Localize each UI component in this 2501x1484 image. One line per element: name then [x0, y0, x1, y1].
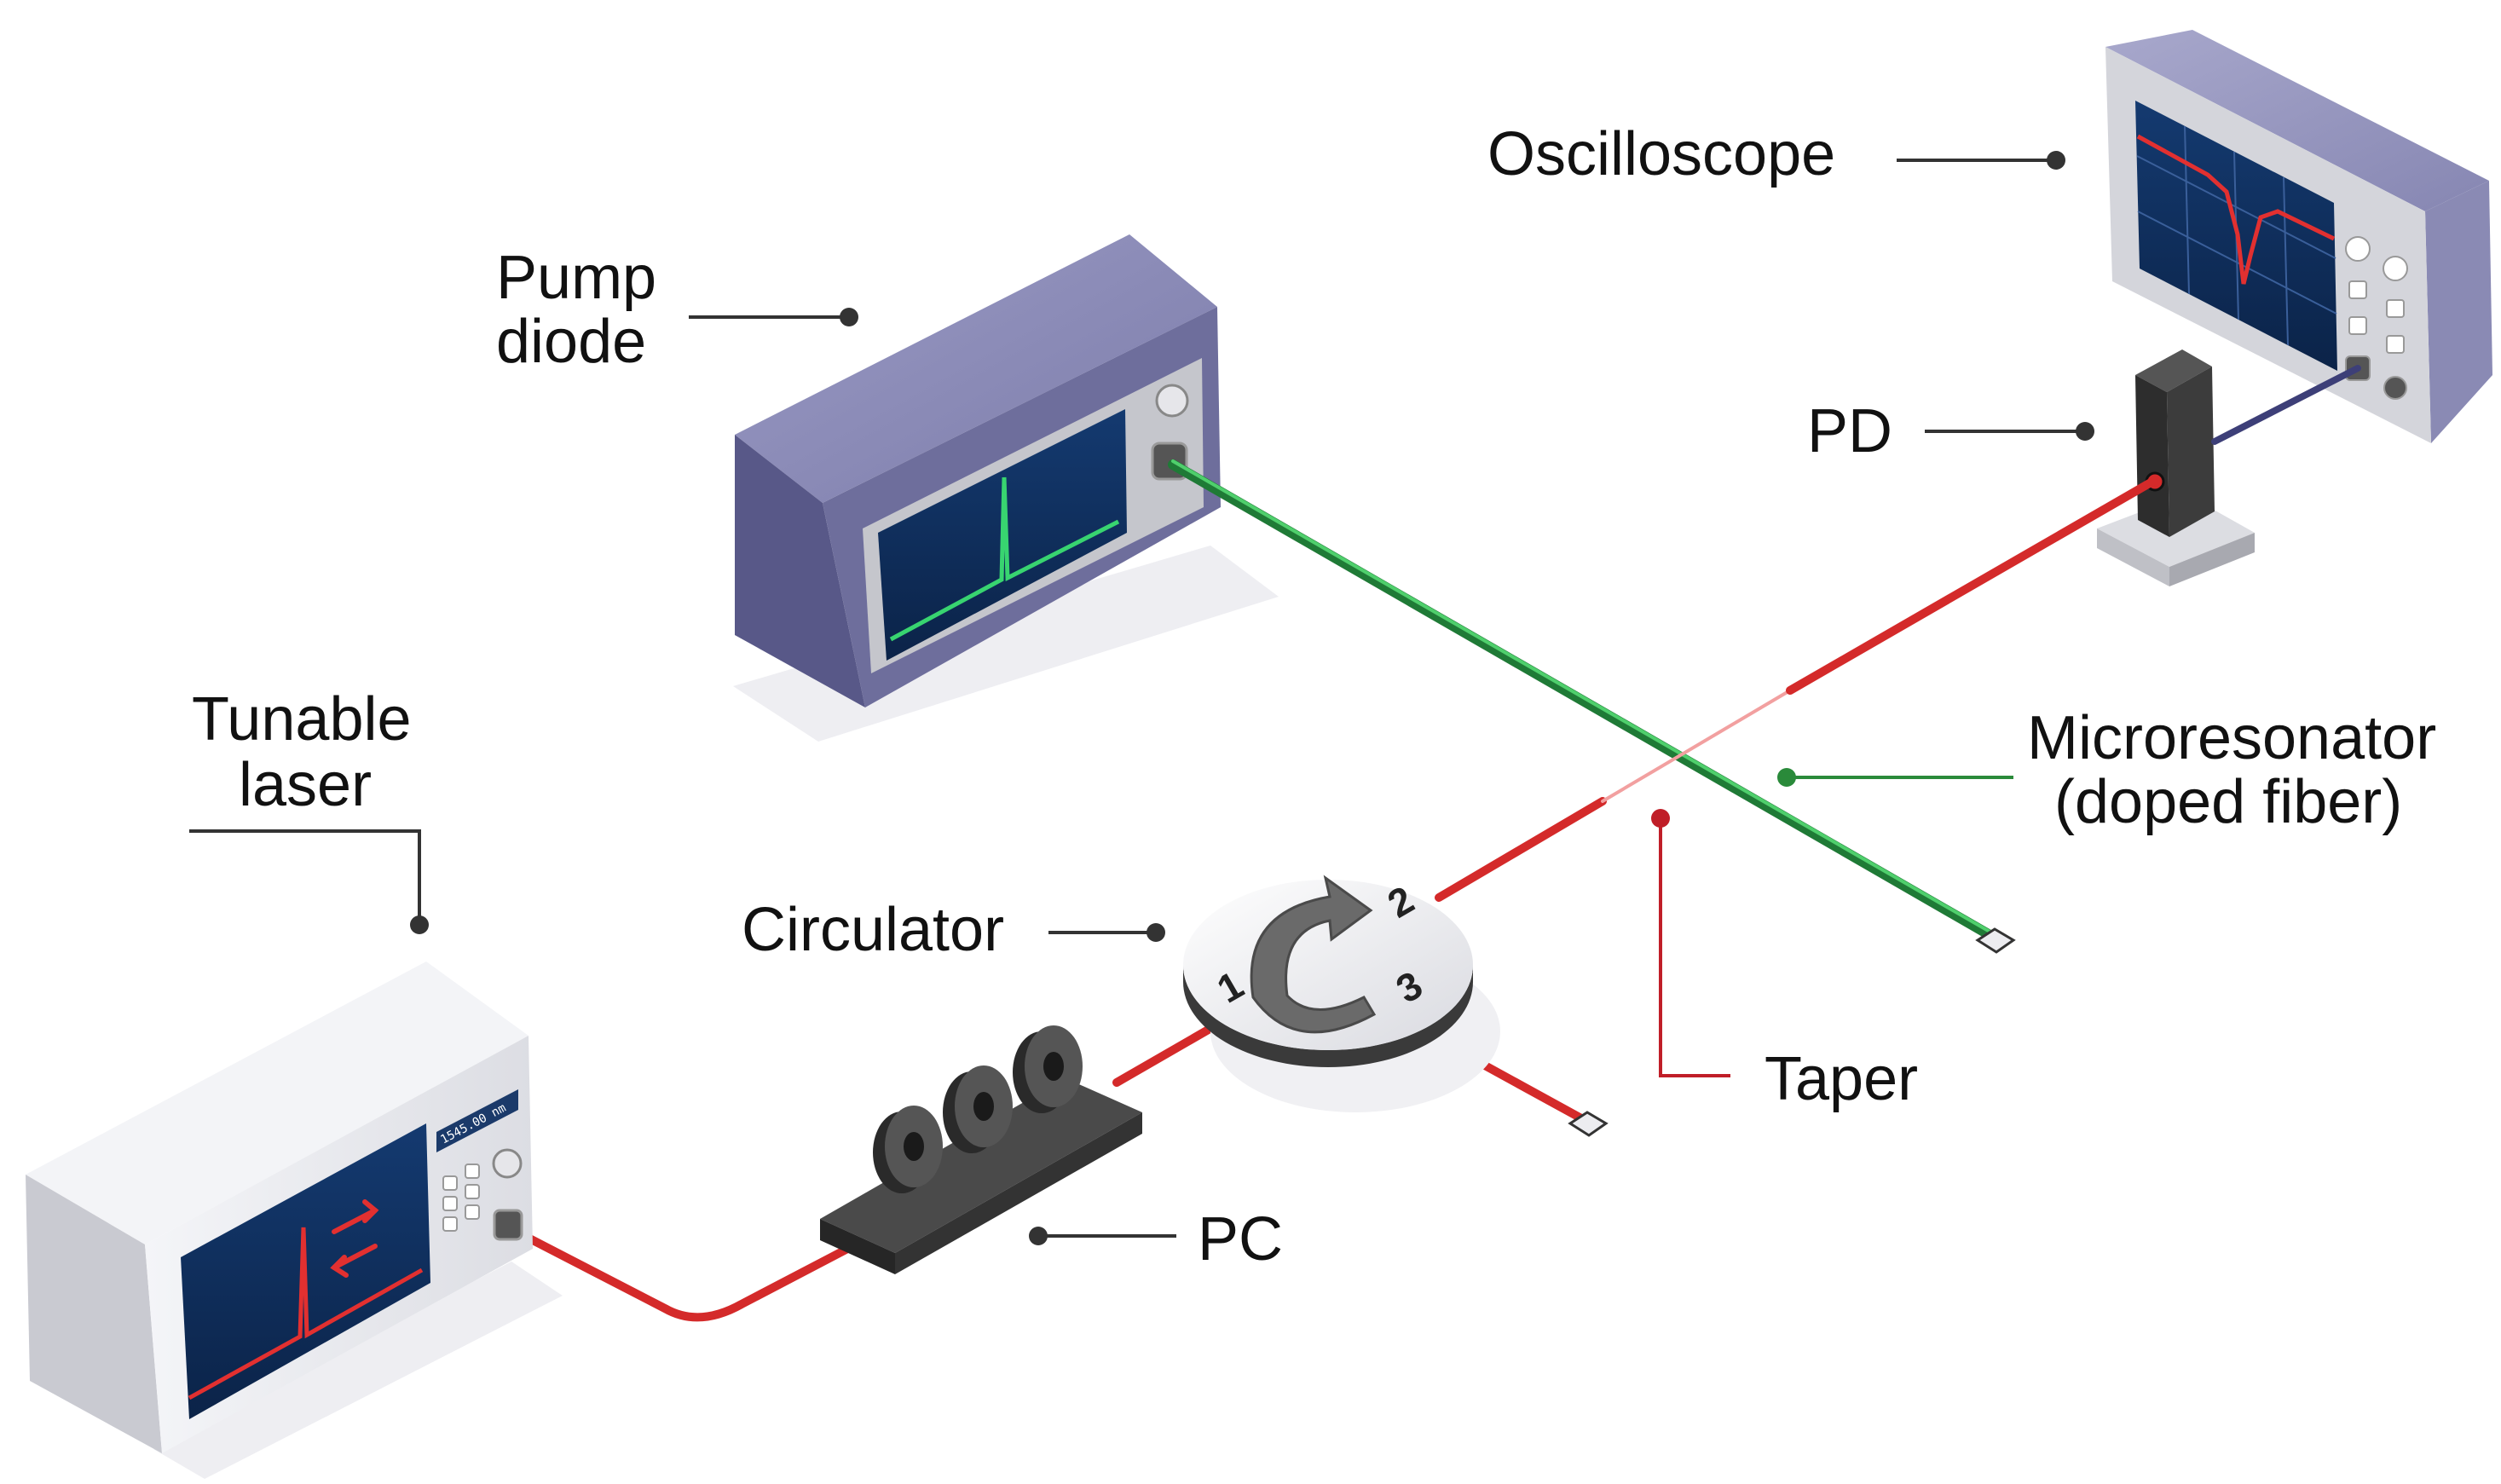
oscilloscope-knob-1: [2345, 236, 2371, 262]
label-dot: [1651, 809, 1670, 828]
label-oscilloscope: Oscilloscope: [1487, 120, 2065, 188]
label-dot: [410, 915, 429, 934]
label-dot: [2047, 151, 2065, 170]
oscilloscope: [2105, 30, 2492, 443]
double-arrow-icon: [330, 1199, 379, 1278]
laser-readout-display: [436, 1089, 518, 1152]
pd-base-right: [2169, 533, 2255, 586]
label-dot: [1029, 1227, 1048, 1245]
tunable-laser-label-line2: laser: [239, 751, 372, 819]
microresonator-label-line1: Microresonator: [2027, 704, 2436, 772]
label-dot: [1147, 923, 1165, 942]
curved-arrow-icon: [1250, 875, 1377, 1034]
label-pc: PC: [1029, 1205, 1283, 1273]
tunable-laser-top: [26, 961, 529, 1244]
red-fiber-laser-to-pc: [504, 1223, 857, 1322]
photodetector: [2097, 349, 2255, 586]
pc-base-top: [820, 1078, 1142, 1253]
pump-diode-knob: [1155, 384, 1189, 418]
tunable-laser-left-side: [26, 1175, 162, 1453]
pd-label: PD: [1807, 397, 1892, 465]
pc-label: PC: [1198, 1205, 1283, 1273]
microresonator-label-line2: (doped fiber): [2054, 768, 2402, 836]
pump-diode-label-line2: diode: [496, 308, 646, 376]
label-microresonator: Microresonator (doped fiber): [1777, 704, 2436, 836]
pc-base-right: [895, 1112, 1142, 1274]
circulator-side: [1183, 965, 1473, 1067]
tunable-laser: 1545.00 nm: [26, 961, 563, 1479]
pc-paddle: [943, 1065, 1013, 1153]
fiber-connector-icon: [1975, 927, 2016, 954]
circulator-top: [1183, 880, 1473, 1050]
pc-paddle: [1013, 1025, 1083, 1113]
label-dot: [840, 308, 858, 326]
pc-base-front: [820, 1219, 895, 1274]
coax-pd-to-oscilloscope: [2211, 365, 2361, 445]
pd-body-right: [2167, 367, 2215, 537]
oscilloscope-top: [2105, 30, 2489, 211]
tunable-laser-keypad: [442, 1164, 480, 1232]
tunable-laser-shadow: [153, 1262, 563, 1479]
label-taper: Taper: [1651, 809, 1918, 1113]
label-dot: [1777, 768, 1796, 787]
oscilloscope-dip-trace: [2136, 134, 2336, 285]
red-fiber-taper-to-pd: [1786, 477, 2157, 695]
pump-diode-label-line1: Pump: [496, 244, 656, 312]
green-fiber-highlight: [1171, 459, 1993, 934]
label-dot: [2076, 422, 2094, 441]
red-fiber-circulator-to-taper: [1435, 797, 1607, 902]
oscilloscope-right-side: [2425, 181, 2492, 443]
pc-paddle: [873, 1106, 943, 1193]
green-fiber-pump-to-end: [1168, 459, 1996, 941]
laser-spectrum-trace: [188, 1227, 424, 1400]
oscilloscope-buttons: [2345, 236, 2408, 400]
pump-spectrum-trace: [889, 476, 1120, 642]
label-circulator: Circulator: [742, 896, 1165, 964]
label-pd: PD: [1807, 397, 2094, 465]
taper-label: Taper: [1765, 1045, 1918, 1113]
pd-body-front: [2135, 375, 2169, 537]
fiber-connector-icon: [1568, 1111, 1609, 1137]
tunable-laser-output-port: [493, 1209, 523, 1241]
taper-section: [1601, 689, 1792, 803]
oscilloscope-knob-2: [2383, 256, 2408, 281]
polarization-controller: [820, 1025, 1142, 1274]
pd-base-front: [2097, 528, 2169, 586]
circulator: 1 2 3: [1183, 875, 1500, 1112]
oscilloscope-label: Oscilloscope: [1487, 120, 1835, 188]
label-tunable-laser: Tunable laser: [189, 685, 429, 934]
tunable-laser-knob: [492, 1148, 523, 1179]
tunable-laser-label-line1: Tunable: [192, 685, 412, 754]
pump-diode-left-side: [735, 435, 865, 707]
circulator-label: Circulator: [742, 896, 1004, 964]
pump-diode-top: [735, 234, 1217, 503]
label-pump-diode: Pump diode: [496, 244, 858, 376]
pump-diode: [733, 234, 1279, 742]
pd-body-top: [2135, 349, 2212, 392]
